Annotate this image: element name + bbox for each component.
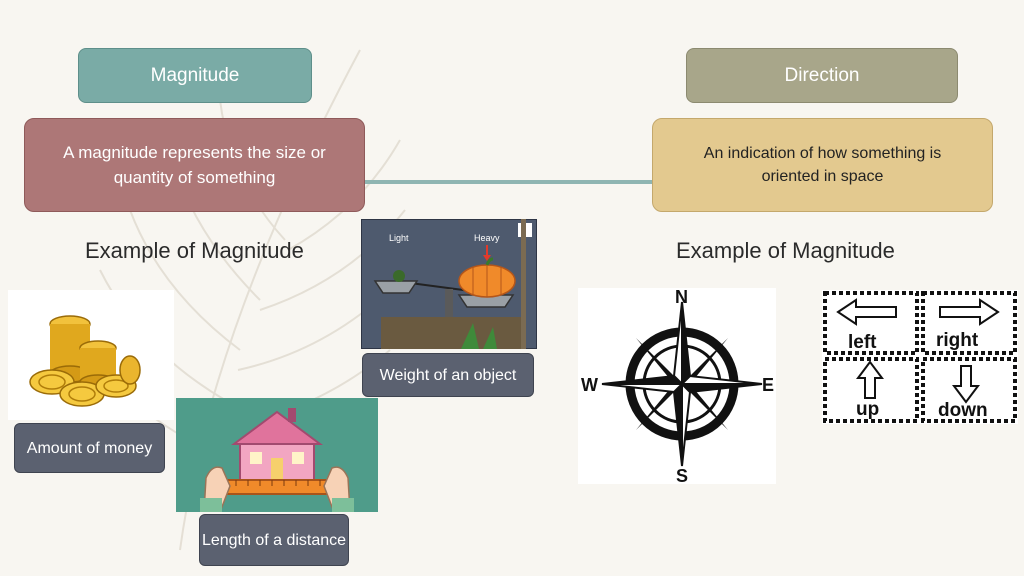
direction-arrows-image: left right up down [822, 290, 1018, 424]
compass-w-label: W [581, 375, 598, 395]
down-arrow-icon [952, 365, 980, 404]
connector-line [364, 180, 654, 184]
direction-header: Direction [686, 48, 958, 103]
compass-e-label: E [762, 375, 774, 395]
magnitude-header: Magnitude [78, 48, 312, 103]
weight-scale-image: Light Heavy [361, 219, 537, 349]
magnitude-example-heading: Example of Magnitude [85, 238, 304, 263]
down-label: down [938, 400, 988, 421]
direction-description-box: An indication of how something is orient… [652, 118, 993, 212]
magnitude-header-label: Magnitude [150, 64, 240, 86]
compass-n-label: N [675, 288, 688, 307]
scale-heavy-label: Heavy [474, 233, 500, 243]
up-arrow-icon [856, 360, 884, 399]
weight-caption: Weight of an object [362, 353, 534, 397]
up-label: up [856, 399, 879, 420]
left-arrow-icon [836, 298, 897, 326]
scale-light-label: Light [389, 233, 409, 243]
money-caption: Amount of money [14, 423, 165, 473]
coins-image [8, 290, 174, 420]
compass-s-label: S [676, 466, 688, 484]
direction-header-label: Direction [784, 64, 860, 86]
right-label: right [936, 330, 979, 351]
magnitude-description-box: A magnitude represents the size or quant… [24, 118, 365, 212]
direction-description: An indication of how something is orient… [703, 145, 942, 185]
compass-rose-image: N S W E [578, 288, 776, 484]
left-label: left [848, 332, 877, 353]
right-arrow-icon [939, 298, 1000, 326]
length-caption: Length of a distance [199, 514, 349, 566]
direction-example-heading: Example of Magnitude [676, 238, 895, 263]
house-length-image [176, 398, 378, 512]
magnitude-description: A magnitude represents the size or quant… [63, 143, 326, 187]
